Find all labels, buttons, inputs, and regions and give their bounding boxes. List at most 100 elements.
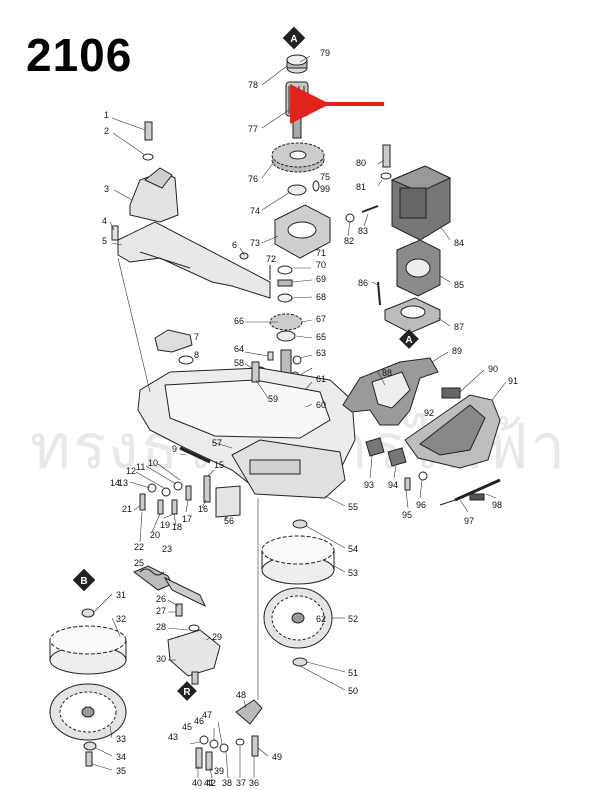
part-number: 95 (402, 510, 412, 520)
part-number: 85 (454, 280, 464, 290)
part-number: 49 (272, 752, 282, 762)
part-number: 17 (182, 514, 192, 524)
wheels-left-group (49, 608, 127, 767)
part-number: 27 (156, 606, 166, 616)
blade-guide-upper-group (139, 481, 192, 515)
diamond-tag-a-top: A (282, 26, 306, 50)
diamond-tag-a-handle: A (399, 329, 419, 349)
part-number: 75 (320, 172, 330, 182)
part-number: 6 (232, 240, 237, 250)
part-number: 47 (202, 710, 212, 720)
part-number: 91 (508, 376, 518, 386)
part-number: 32 (116, 614, 126, 624)
part-number: 89 (452, 346, 462, 356)
part-number: 35 (116, 766, 126, 776)
part-number: 34 (116, 752, 126, 762)
part-number: 99 (320, 184, 330, 194)
main-frame-group (137, 329, 356, 518)
part-number: 12 (126, 466, 136, 476)
blade-guide-group (195, 699, 263, 771)
motor-armature-group (254, 54, 331, 414)
part-number: 53 (348, 568, 358, 578)
part-number: 78 (248, 80, 258, 90)
part-number: 68 (316, 292, 326, 302)
part-number: 19 (160, 520, 170, 530)
part-number: 59 (268, 394, 278, 404)
part-number: 57 (212, 438, 222, 448)
frame-bracket-group (111, 121, 271, 299)
part-number: 33 (116, 734, 126, 744)
handle-switch-group (342, 357, 501, 506)
part-number: 41 (204, 778, 214, 788)
part-number: 5 (102, 236, 107, 246)
part-number: 71 (316, 248, 326, 258)
part-number: 39 (214, 766, 224, 776)
part-number: 67 (316, 314, 326, 324)
part-number: 73 (250, 238, 260, 248)
part-number: 9 (172, 444, 177, 454)
part-number: 84 (454, 238, 464, 248)
part-number: 98 (492, 500, 502, 510)
part-number: 31 (116, 590, 126, 600)
part-number: 96 (416, 500, 426, 510)
part-number: 8 (194, 350, 199, 360)
part-number: 61 (316, 374, 326, 384)
part-number: 21 (122, 504, 132, 514)
part-number: 86 (358, 278, 368, 288)
part-number: 50 (348, 686, 358, 696)
part-number: 87 (454, 322, 464, 332)
part-number: 1 (104, 110, 109, 120)
part-number: 80 (356, 158, 366, 168)
part-number: 58 (234, 358, 244, 368)
part-number: 45 (182, 722, 192, 732)
part-number: 13 (118, 478, 128, 488)
part-number: 79 (320, 48, 330, 58)
part-number: 29 (212, 632, 222, 642)
part-number: 42 (206, 778, 216, 788)
model-number-title: 2106 (26, 29, 133, 81)
part-number: 2 (104, 126, 109, 136)
part-number: 30 (156, 654, 166, 664)
diamond-tag-b: B (72, 568, 96, 592)
part-number: 77 (248, 124, 258, 134)
part-number: 37 (236, 778, 246, 788)
part-number: 20 (150, 530, 160, 540)
part-number: 16 (198, 504, 208, 514)
part-number: 88 (382, 368, 392, 378)
part-number: 40 (192, 778, 202, 788)
part-number: 3 (104, 184, 109, 194)
part-number: 25 (134, 558, 144, 568)
part-number: 11 (136, 462, 145, 472)
part-number: 69 (316, 274, 326, 284)
part-number: 54 (348, 544, 358, 554)
svg-text:R: R (183, 687, 191, 698)
part-number: 81 (356, 182, 366, 192)
part-number: 93 (364, 480, 374, 490)
part-number: 22 (134, 542, 144, 552)
part-number: 18 (172, 522, 182, 532)
part-number: 66 (234, 316, 244, 326)
part-number: 28 (156, 622, 166, 632)
part-number: 92 (424, 408, 434, 418)
part-number-labels: 1 2 3 4 5 6 7 8 9 10 11 12 13 14 15 16 1… (102, 48, 518, 788)
part-number: 62 (316, 614, 326, 624)
part-number: 74 (250, 206, 260, 216)
part-number: 97 (464, 516, 474, 526)
part-number: 15 (214, 460, 224, 470)
part-number: 10 (148, 458, 158, 468)
part-number: 64 (234, 344, 244, 354)
part-number: 72 (266, 254, 276, 264)
part-number: 55 (348, 502, 358, 512)
part-number: 36 (249, 778, 259, 788)
part-number: 94 (388, 480, 398, 490)
part-number: 46 (194, 716, 204, 726)
part-number: 51 (348, 668, 358, 678)
part-number: 82 (344, 236, 354, 246)
leader-lines (91, 55, 507, 779)
part-number: 60 (316, 400, 326, 410)
part-number: 43 (168, 732, 178, 742)
part-number: 14 (110, 478, 120, 488)
part-number: 23 (162, 544, 172, 554)
part-number: 52 (348, 614, 358, 624)
